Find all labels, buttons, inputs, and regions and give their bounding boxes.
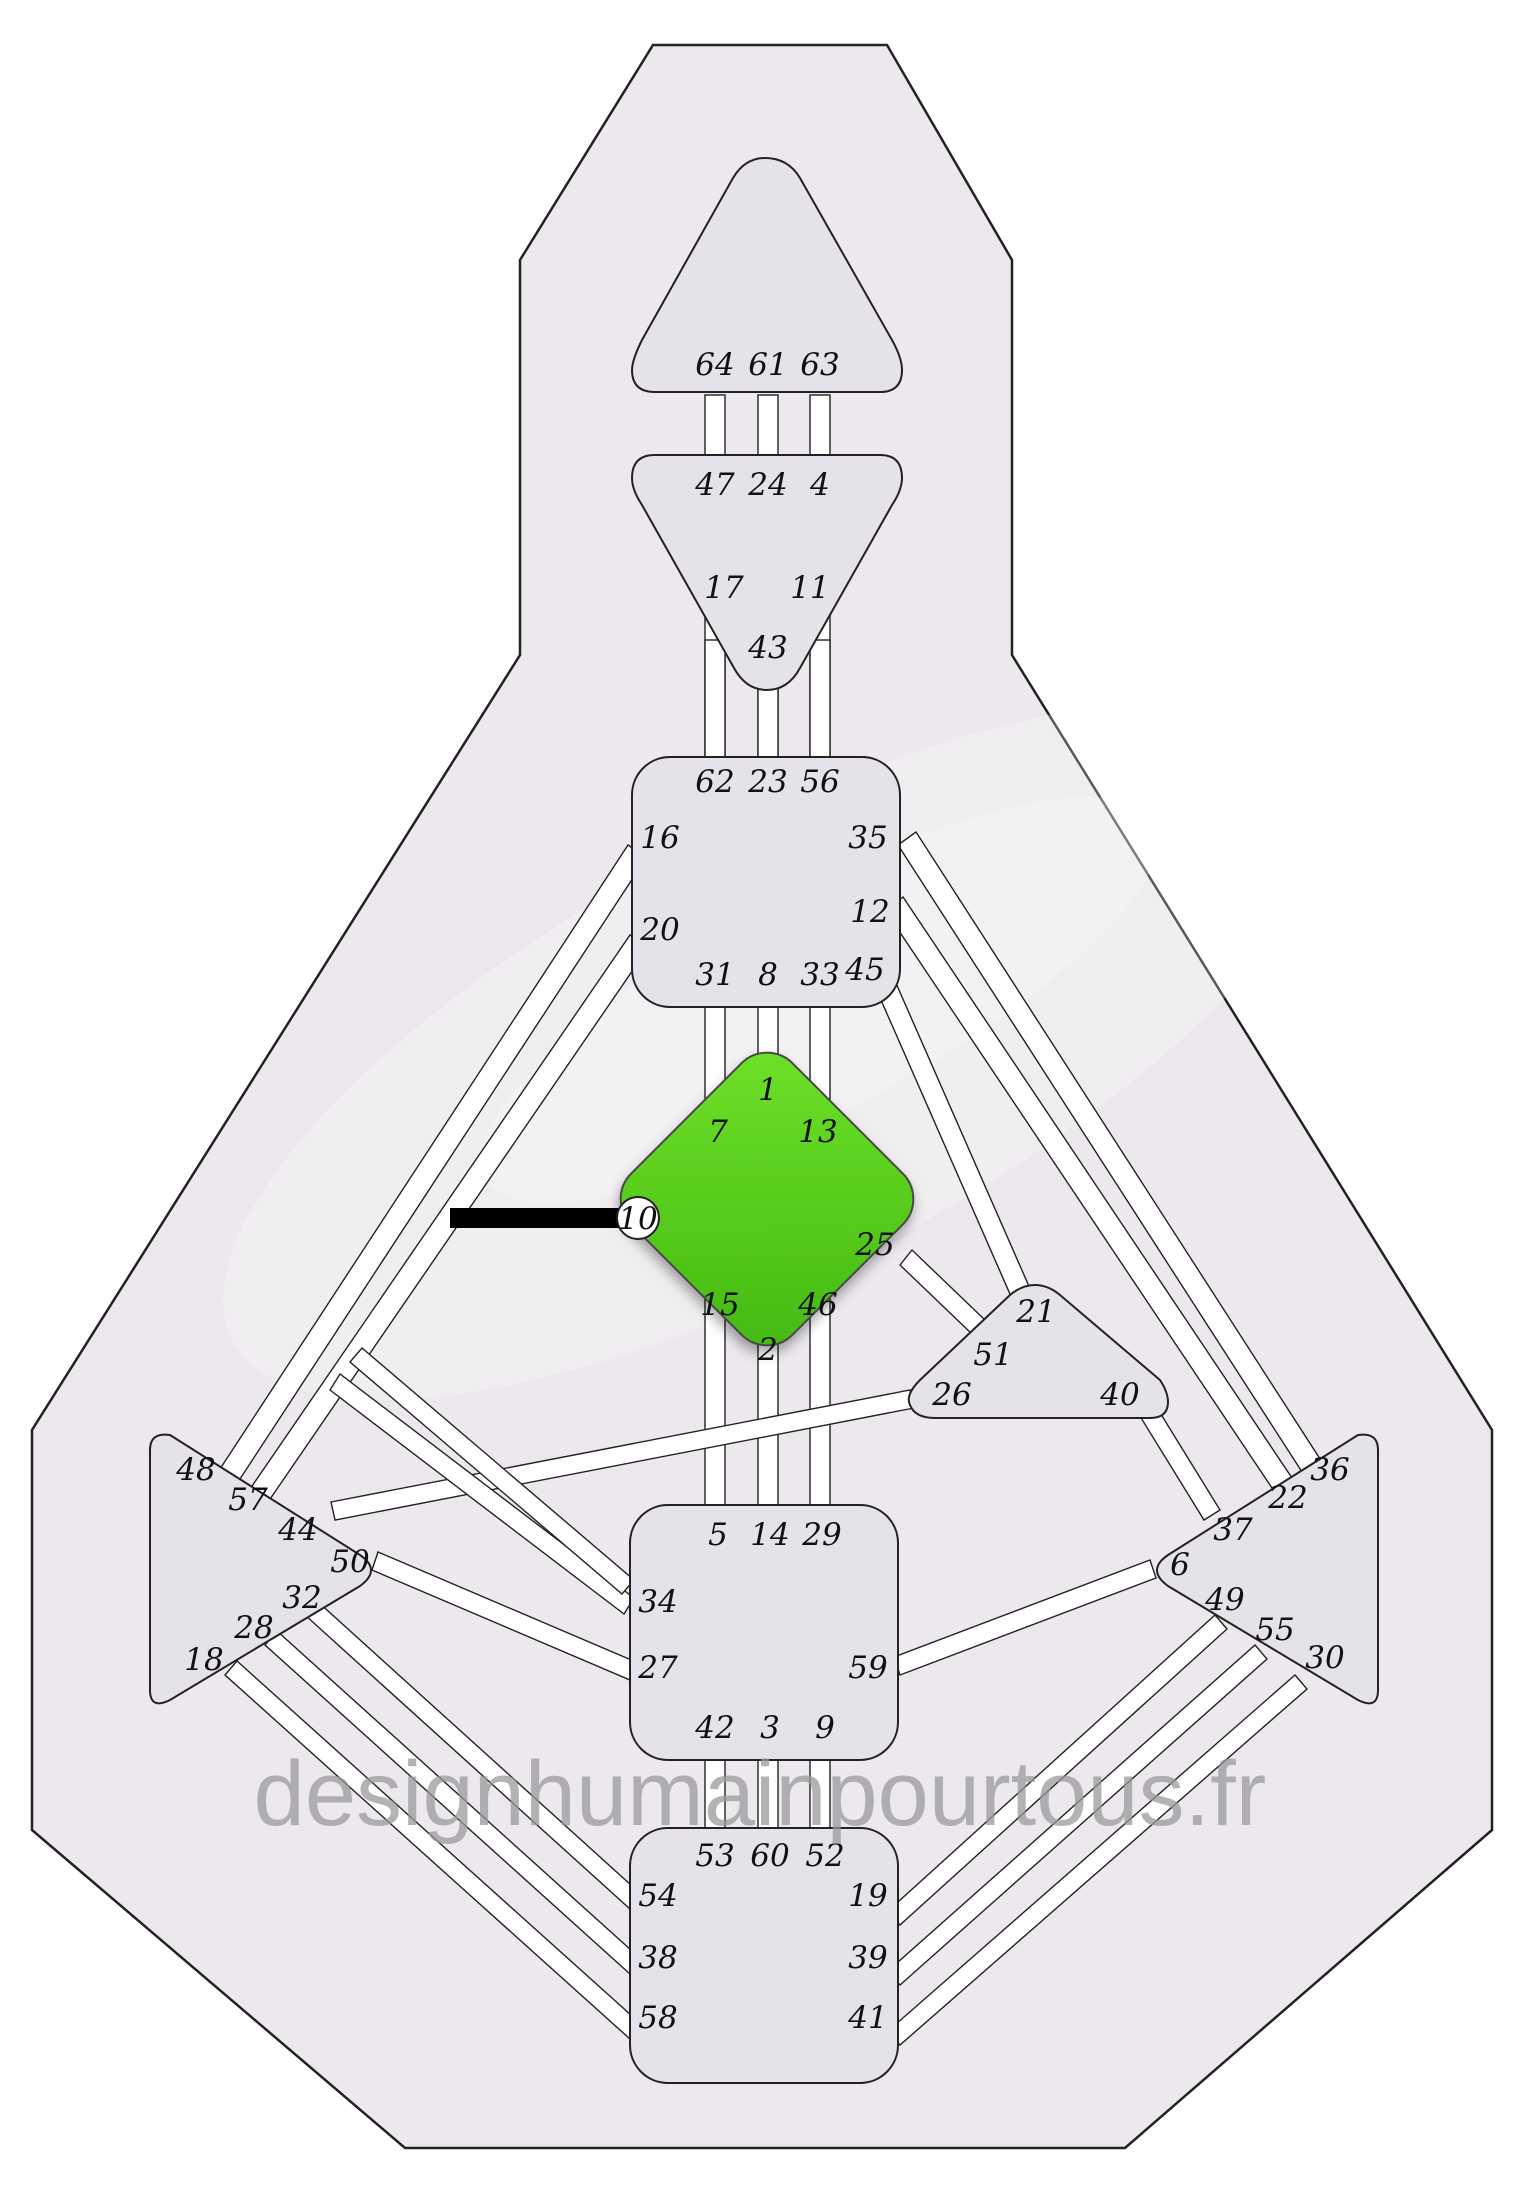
gate-61: 61 xyxy=(748,347,787,383)
gate-10: 10 xyxy=(618,1201,657,1237)
gate-35: 35 xyxy=(848,820,887,856)
gate-15: 15 xyxy=(700,1287,739,1323)
center-throat xyxy=(631,756,901,1008)
channel-55-39 xyxy=(887,1644,1268,1986)
gate-12: 12 xyxy=(850,894,889,930)
gate-56: 56 xyxy=(800,764,839,800)
gate-37: 37 xyxy=(1213,1512,1253,1548)
gate-6: 6 xyxy=(1170,1547,1190,1583)
gate-20: 20 xyxy=(639,912,679,948)
gate-17: 17 xyxy=(704,570,744,606)
gate-10-marker xyxy=(616,1196,660,1240)
gate-59: 59 xyxy=(848,1650,887,1686)
channel-17-62 xyxy=(704,639,726,766)
gate-41: 41 xyxy=(847,2000,887,2036)
gate-1: 1 xyxy=(758,1072,778,1108)
gate-24: 24 xyxy=(747,467,787,503)
gate-57: 57 xyxy=(228,1482,268,1518)
center-sacral xyxy=(629,1504,899,1761)
gate-36: 36 xyxy=(1310,1452,1349,1488)
gate-23: 23 xyxy=(747,764,787,800)
center-spleen xyxy=(149,1433,372,1705)
gate-4: 4 xyxy=(809,467,830,503)
gate-2: 2 xyxy=(757,1332,778,1368)
center-ajna xyxy=(630,454,904,692)
gate-58: 58 xyxy=(638,2000,677,2036)
center-heart xyxy=(907,1283,1170,1419)
gate-19: 19 xyxy=(848,1878,887,1914)
gate-60: 60 xyxy=(750,1838,789,1874)
defined-gate-10-line xyxy=(450,1208,620,1228)
gate-49: 49 xyxy=(1204,1582,1244,1618)
gate-44: 44 xyxy=(277,1512,317,1548)
gate-43: 43 xyxy=(747,630,787,666)
gate-42: 42 xyxy=(694,1710,734,1746)
gate-64: 64 xyxy=(695,347,734,383)
gate-7: 7 xyxy=(708,1114,728,1150)
gate-31: 31 xyxy=(695,957,734,993)
center-solar-plexus xyxy=(1156,1433,1379,1705)
center-g xyxy=(619,1051,915,1347)
gate-39: 39 xyxy=(848,1940,887,1976)
watermark: designhumainpourtous.fr xyxy=(254,1743,1267,1845)
gate-25: 25 xyxy=(854,1227,894,1263)
gate-30: 30 xyxy=(1305,1640,1344,1676)
gate-52: 52 xyxy=(805,1838,844,1874)
centers xyxy=(149,156,1379,2084)
gate-45: 45 xyxy=(844,952,884,988)
gate-9: 9 xyxy=(815,1710,835,1746)
gate-48: 48 xyxy=(175,1452,215,1488)
gate-34: 34 xyxy=(638,1584,677,1620)
gate-38: 38 xyxy=(638,1940,677,1976)
gate-26: 26 xyxy=(931,1377,971,1413)
gate-27: 27 xyxy=(637,1650,678,1686)
channel-49-19 xyxy=(887,1613,1228,1927)
channel-30-41 xyxy=(887,1674,1308,2046)
gate-18: 18 xyxy=(184,1642,223,1678)
gate-47: 47 xyxy=(694,467,735,503)
gate-55: 55 xyxy=(1255,1612,1294,1648)
gate-16: 16 xyxy=(640,820,679,856)
center-head xyxy=(630,156,904,393)
gate-53: 53 xyxy=(695,1838,734,1874)
gate-labels: 64 61 63 47 24 4 17 11 43 62 23 56 16 35… xyxy=(175,347,1349,2036)
gate-8: 8 xyxy=(758,957,778,993)
gate-54: 54 xyxy=(638,1878,677,1914)
gate-21: 21 xyxy=(1015,1294,1055,1330)
gate-5: 5 xyxy=(708,1517,728,1553)
gate-33: 33 xyxy=(800,957,839,993)
gate-51: 51 xyxy=(973,1337,1012,1373)
gate-13: 13 xyxy=(798,1114,837,1150)
gate-14: 14 xyxy=(750,1517,789,1553)
gate-46: 46 xyxy=(797,1287,837,1323)
gate-3: 3 xyxy=(760,1710,780,1746)
gate-62: 62 xyxy=(695,764,734,800)
gate-50: 50 xyxy=(330,1544,369,1580)
gate-28: 28 xyxy=(233,1610,273,1646)
gate-22: 22 xyxy=(1267,1480,1307,1516)
gate-11: 11 xyxy=(790,570,829,606)
gate-32: 32 xyxy=(282,1580,321,1616)
gate-29: 29 xyxy=(801,1517,841,1553)
gate-63: 63 xyxy=(800,347,839,383)
channel-11-56 xyxy=(809,639,831,766)
gate-40: 40 xyxy=(1099,1377,1139,1413)
center-root xyxy=(629,1827,899,2084)
